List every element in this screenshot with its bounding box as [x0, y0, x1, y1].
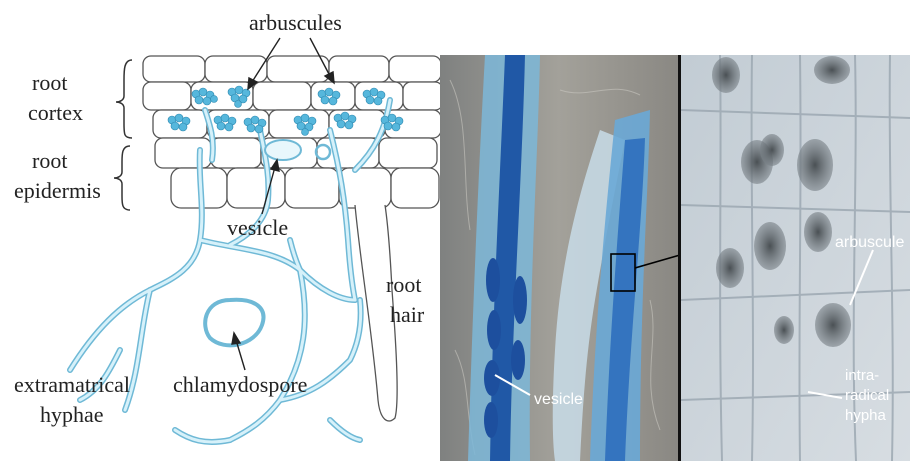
- label-root-epidermis-2: epidermis: [14, 178, 101, 203]
- label-arbuscules: arbuscules: [249, 10, 342, 35]
- micrograph-label-intraradical-1: intra-: [845, 367, 879, 384]
- micrograph-label-vesicle: vesicle: [534, 391, 583, 408]
- micrograph-label-intraradical-3: hypha: [845, 407, 887, 424]
- micrograph-label-arbuscule: arbuscule: [835, 234, 904, 251]
- vesicle-shape: [265, 140, 301, 160]
- label-extramatrical-1: extramatrical: [14, 372, 130, 397]
- label-root-cortex-2: cortex: [28, 100, 83, 125]
- label-vesicle: vesicle: [227, 215, 288, 240]
- epidermis-brace: [114, 146, 130, 210]
- micrograph-right: arbuscule intra- radical hypha: [681, 55, 910, 461]
- panel-divider: [678, 55, 681, 461]
- micrograph-label-intraradical-2: radical: [845, 387, 889, 404]
- label-chlamydospore: chlamydospore: [173, 372, 307, 397]
- label-root-hair-1: root: [386, 272, 421, 297]
- label-extramatrical-2: hyphae: [40, 402, 104, 427]
- epidermis-cells: [171, 168, 439, 208]
- label-root-hair-2: hair: [390, 302, 425, 327]
- cortex-brace: [116, 60, 132, 138]
- micrograph-left: vesicle: [440, 55, 680, 461]
- label-root-epidermis-1: root: [32, 148, 67, 173]
- label-root-cortex-1: root: [32, 70, 67, 95]
- schematic-diagram: arbuscules root cortex root epidermis ve…: [14, 10, 443, 442]
